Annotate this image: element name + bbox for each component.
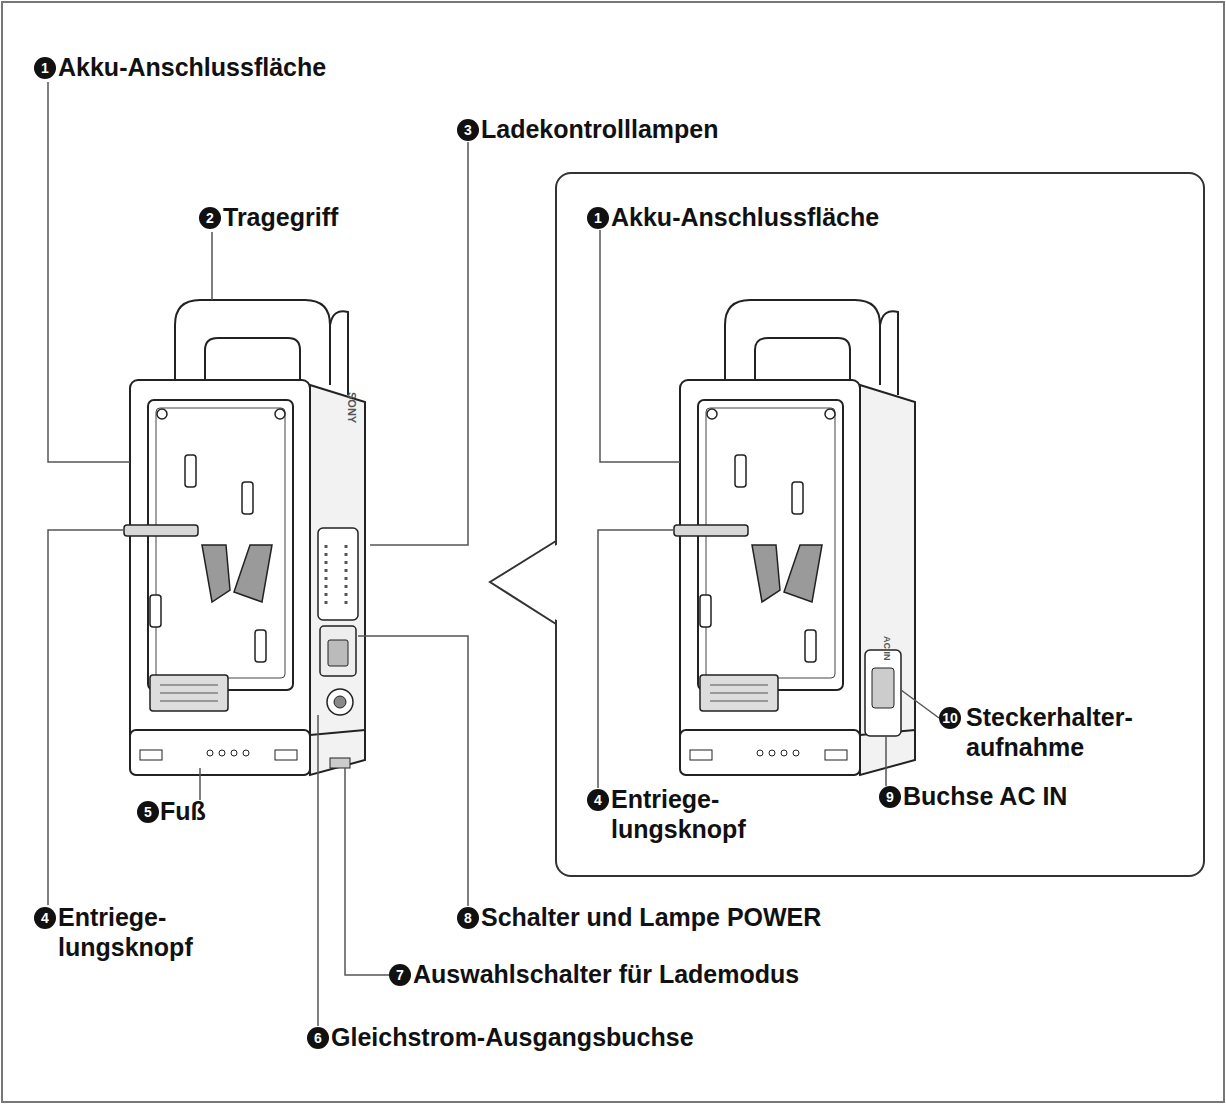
part-label: Gleichstrom-Ausgangsbuchse <box>331 1022 694 1052</box>
leader-line <box>317 715 319 1026</box>
mode-switch <box>330 758 350 768</box>
callout-number: 1 <box>587 207 609 229</box>
leader-line <box>901 690 939 718</box>
ac-in-socket <box>865 650 901 736</box>
charger-back <box>674 300 915 775</box>
dc-out-pin <box>334 696 346 708</box>
ac-in-plug <box>872 668 894 708</box>
callout-number: 1 <box>34 57 56 79</box>
device-marking: SONY <box>346 392 358 423</box>
charge-lamps <box>326 545 346 605</box>
charger-front <box>124 300 365 775</box>
part-label: Auswahlschalter für Lademodus <box>413 959 799 989</box>
callout-number: 6 <box>307 1027 329 1049</box>
leader-line <box>48 530 125 905</box>
callout-number: 7 <box>389 964 411 986</box>
part-label: Akku-Anschlussfläche <box>58 52 326 82</box>
part-label: Ladekontrolllampen <box>481 114 719 144</box>
part-label: Buchse AC IN <box>903 781 1067 811</box>
leader-line <box>48 82 130 462</box>
tail-outline <box>490 541 556 624</box>
leader-line <box>199 768 201 800</box>
power-switch <box>320 626 356 676</box>
callout-number: 4 <box>34 907 56 929</box>
power-rocker <box>328 640 348 666</box>
device-marking: AC IN <box>882 636 892 661</box>
leader-lines <box>48 82 939 1026</box>
part-label: Fuß <box>160 796 206 826</box>
callout-number: 10 <box>939 707 961 729</box>
callout-number: 9 <box>879 786 901 808</box>
part-label: Entriege- lungsknopf <box>611 784 791 844</box>
leader-line <box>358 636 468 906</box>
callout-number: 2 <box>199 207 221 229</box>
inset-frame: 1Akku-Anschlussfläche 4Entriege- lungskno… <box>555 172 1205 877</box>
callout-number: 4 <box>587 789 609 811</box>
leader-line <box>598 530 675 788</box>
part-label: Schalter und Lampe POWER <box>481 902 821 932</box>
leader-line <box>345 768 389 975</box>
tail-fill <box>492 543 560 622</box>
callout-number: 8 <box>457 907 479 929</box>
leader-line <box>211 232 213 300</box>
leader-line <box>370 142 468 545</box>
leader-line <box>885 736 887 786</box>
callout-number: 5 <box>137 801 159 823</box>
part-label: Entriege- lungsknopf <box>58 902 238 962</box>
callout-number: 3 <box>457 119 479 141</box>
leader-line <box>600 230 680 462</box>
lamp-panel <box>318 528 358 620</box>
part-label: Steckerhalter- aufnahme <box>966 702 1181 762</box>
dc-out <box>327 689 353 715</box>
part-label: Tragegriff <box>223 202 338 232</box>
part-label: Akku-Anschlussfläche <box>611 202 879 232</box>
